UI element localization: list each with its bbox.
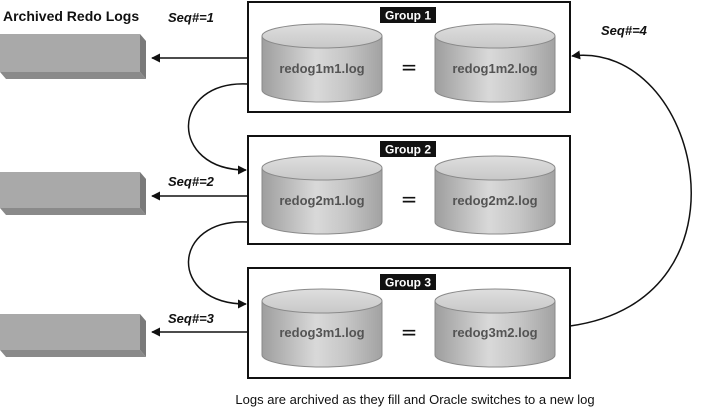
group-1-label-bg	[380, 7, 436, 23]
group-1-member-2-cylinder: redog1m2.log	[434, 23, 556, 103]
archived-log-1	[0, 34, 146, 79]
group-1-member-1-label: redog1m1.log	[279, 61, 364, 76]
switch-arrow-3-to-1	[569, 50, 692, 327]
group-3-box: Group 3 redog3m1.log = redog3m2.log	[247, 267, 571, 379]
archived-log-2	[0, 172, 146, 215]
diagram-caption: Logs are archived as they fill and Oracl…	[235, 392, 594, 407]
group-1-label: Group 1	[385, 9, 431, 23]
diagram-title: Archived Redo Logs	[3, 8, 139, 24]
seq-label-2: Seq#=2	[168, 174, 215, 189]
group-2-box: Group 2 redog2m1.log = redog2m2.log	[247, 135, 571, 245]
group-2-member-2-cylinder: redog2m2.log	[434, 155, 556, 235]
group-1-equals: =	[401, 55, 418, 79]
archived-log-3	[0, 314, 146, 357]
group-1-member-1-cylinder: redog1m1.log	[261, 23, 383, 103]
switch-arrow-1-to-2	[187, 83, 249, 175]
group-1-box: Group 1 redog1m1.log = redog1m2.log	[247, 1, 571, 113]
group-3-member-2-label: redog3m2.log	[452, 325, 537, 340]
group-2-equals: =	[401, 187, 418, 211]
group-3-member-1-label: redog3m1.log	[279, 325, 364, 340]
group-3-member-1-cylinder: redog3m1.log	[261, 288, 383, 368]
group-2-member-2-label: redog2m2.log	[452, 193, 537, 208]
group-2-label-bg	[380, 141, 436, 157]
group-2-member-1-label: redog2m1.log	[279, 193, 364, 208]
group-2-member-1-cylinder: redog2m1.log	[261, 155, 383, 235]
group-3-equals: =	[401, 320, 418, 344]
seq-label-3: Seq#=3	[168, 311, 215, 326]
group-3-label: Group 3	[385, 276, 431, 290]
group-3-label-bg	[380, 274, 436, 290]
seq-label-1: Seq#=1	[168, 10, 214, 25]
group-2-label: Group 2	[385, 143, 431, 157]
switch-arrow-2-to-3	[187, 221, 249, 309]
group-3-member-2-cylinder: redog3m2.log	[434, 288, 556, 368]
seq-label-4: Seq#=4	[601, 23, 648, 38]
group-1-member-2-label: redog1m2.log	[452, 61, 537, 76]
